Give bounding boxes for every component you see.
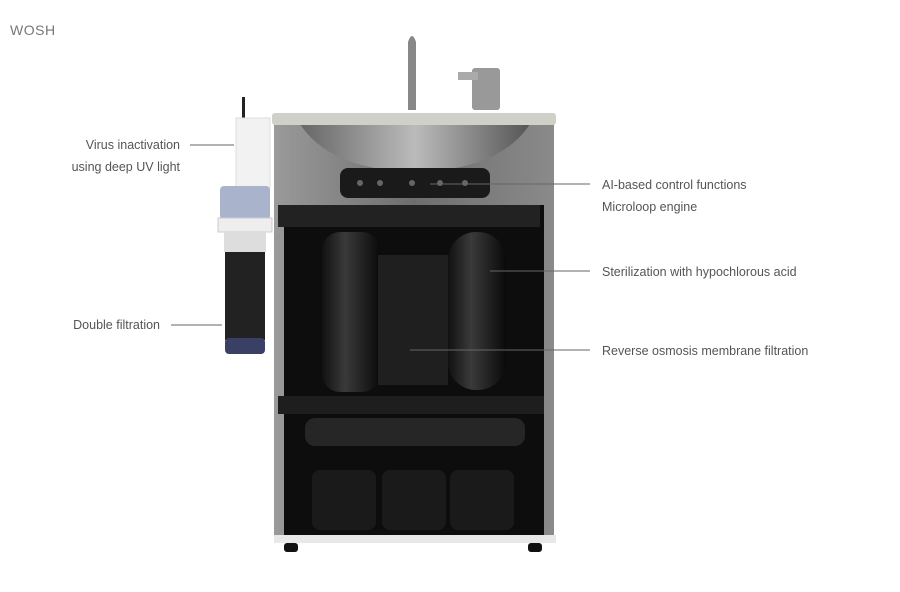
callout-sterilization: Sterilization with hypochlorous acid bbox=[602, 265, 797, 279]
callout-lines bbox=[171, 144, 590, 351]
callout-double-filtration: Double filtration bbox=[73, 318, 160, 332]
soap-dispenser bbox=[458, 68, 500, 110]
callout-virus-inactivation: Virus inactivation bbox=[85, 138, 180, 152]
callout-microloop: Microloop engine bbox=[602, 200, 698, 214]
callout-reverse-osmosis: Reverse osmosis membrane filtration bbox=[602, 344, 809, 358]
brand-logo: WOSH bbox=[10, 22, 56, 38]
callout-ai-control: AI-based control functions bbox=[602, 178, 747, 192]
uv-filter-unit bbox=[217, 97, 273, 354]
faucet bbox=[408, 36, 416, 110]
callout-deep-uv: using deep UV light bbox=[71, 160, 180, 174]
